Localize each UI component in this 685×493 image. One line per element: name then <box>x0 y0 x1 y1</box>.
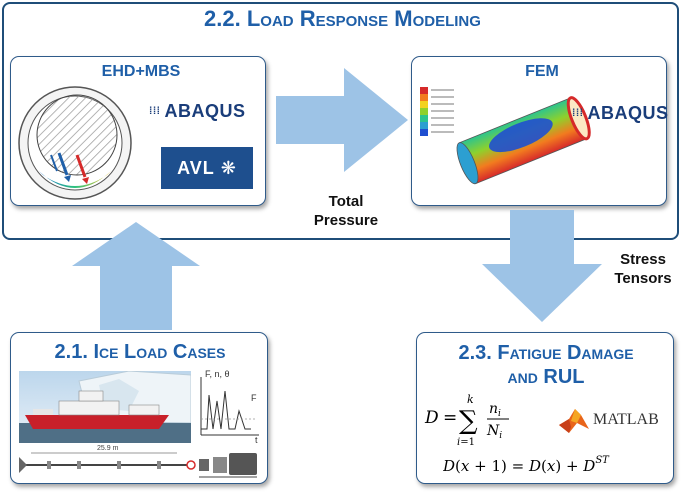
ehd-mbs-panel: EHD+MBS ⁞⁞⁞ ABAQUS AVL ❋ <box>10 56 266 206</box>
graph-f-label: F <box>251 393 257 403</box>
ice-to-ehd-arrow <box>72 222 200 330</box>
matlab-logo: MATLAB <box>559 407 659 433</box>
svg-text:=: = <box>443 408 457 428</box>
ehd-mbs-subtitle: EHD+MBS <box>101 63 181 80</box>
ice-load-title: 2.1. Ice Load Cases <box>54 341 226 363</box>
fem-panel: FEM ⁞⁞⁞ <box>411 56 669 206</box>
svg-text:i=1: i=1 <box>457 437 475 447</box>
abaqus-logo-fem: ⁞⁞⁞ ABAQUS <box>572 103 669 124</box>
shaft-length-label: 25.9 m <box>97 445 119 452</box>
graph-y-axis-label: F, n, θ <box>205 369 230 379</box>
matlab-wordmark: MATLAB <box>593 411 659 428</box>
svg-text:D(x + 1) = D(x) + DST: D(x + 1) = D(x) + DST <box>443 455 610 475</box>
abaqus-dots-icon: ⁞⁞⁞ <box>149 105 161 117</box>
avl-snowflake-icon: ❋ <box>220 157 237 178</box>
load-response-title: 2.2. Load Response Modeling <box>204 6 481 31</box>
fem-subtitle: FEM <box>525 63 559 80</box>
stress-tensors-arrow <box>482 210 602 322</box>
total-pressure-label: Total Pressure <box>304 192 388 230</box>
miner-rule-equation: D = k ∑ i=1 ni Ni <box>424 393 509 447</box>
fatigue-title-line2: and RUL <box>507 366 585 388</box>
svg-text:Ni: Ni <box>486 423 502 441</box>
svg-text:k: k <box>467 393 474 406</box>
fatigue-title: 2.3. Fatigue Damage and RUL <box>417 341 675 389</box>
stress-tensors-line2: Tensors <box>614 270 672 287</box>
avl-wordmark: AVL <box>177 157 215 178</box>
avl-logo: AVL ❋ <box>161 147 253 189</box>
ice-load-panel: 2.1. Ice Load Cases F, n, θ F t <box>10 332 268 484</box>
bearing-illustration <box>18 86 132 200</box>
total-pressure-line1: Total <box>328 193 364 210</box>
abaqus-logo-ehd: ⁞⁞⁞ ABAQUS <box>149 101 246 122</box>
drivetrain-schematic <box>19 452 257 478</box>
svg-text:∑: ∑ <box>459 406 478 436</box>
graph-x-axis-label: t <box>255 435 258 445</box>
stress-tensors-label: Stress Tensors <box>604 250 682 288</box>
ice-load-graph <box>200 377 259 436</box>
svg-text:D: D <box>424 408 439 428</box>
abaqus-wordmark: ABAQUS <box>164 101 246 121</box>
abaqus-wordmark: ABAQUS <box>587 103 669 123</box>
fem-cylinder <box>456 96 591 185</box>
total-pressure-line2: Pressure <box>313 212 379 229</box>
svg-text:ni: ni <box>489 401 501 419</box>
fatigue-title-line1: 2.3. Fatigue Damage <box>458 342 634 364</box>
abaqus-dots-icon: ⁞⁞⁞ <box>572 107 584 119</box>
icebreaker-photo <box>19 371 191 443</box>
stress-tensors-line1: Stress <box>620 251 666 268</box>
damage-recurrence-equation: D(x + 1) = D(x) + DST <box>443 455 610 475</box>
fem-legend <box>420 87 454 136</box>
fatigue-panel: 2.3. Fatigue Damage and RUL D = k ∑ i=1 … <box>416 332 674 484</box>
total-pressure-arrow <box>276 68 408 172</box>
matlab-membrane-icon <box>559 409 589 433</box>
